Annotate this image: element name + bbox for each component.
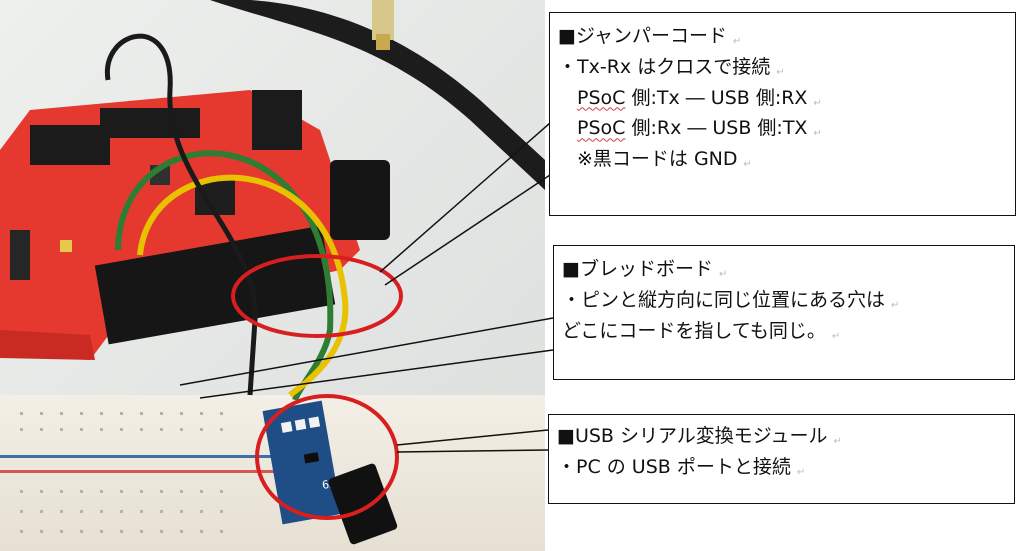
breadboard-title: ■ブレッドボード — [562, 258, 713, 280]
jumper-line-4: ※黒コードは GND ↵ — [558, 144, 1015, 175]
usb-line-1: ・PC の USB ポートと接続 ↵ — [557, 452, 1014, 483]
paragraph-mark-icon: ↵ — [831, 330, 841, 342]
jumper-title: ■ジャンパーコード — [558, 25, 728, 47]
usb-title: ■USB シリアル変換モジュール — [557, 425, 828, 447]
breadboard-callout: ■ブレッドボード ↵ ・ピンと縦方向に同じ位置にある穴は ↵ どこにコードを指しても… — [553, 245, 1015, 380]
paragraph-mark-icon: ↵ — [718, 269, 728, 280]
paragraph-mark-icon: ↵ — [796, 466, 806, 478]
gnd-note: ※黒コードは GND — [577, 148, 738, 171]
breadboard-line-2: どこにコードを指しても同じ。 ↵ — [562, 316, 1014, 347]
paragraph-mark-icon: ↵ — [743, 159, 752, 171]
jumper-title-line: ■ジャンパーコード ↵ — [558, 21, 1015, 52]
psoc-label: PSoC — [577, 86, 626, 109]
paragraph-mark-icon: ↵ — [833, 436, 842, 447]
paragraph-mark-icon: ↵ — [891, 299, 900, 311]
jumper-line-1: ・Tx-Rx はクロスで接続 ↵ — [558, 52, 1015, 83]
usb-title-line: ■USB シリアル変換モジュール ↵ — [557, 421, 1014, 452]
usb-module-callout: ■USB シリアル変換モジュール ↵ ・PC の USB ポートと接続 ↵ — [548, 414, 1015, 504]
breadboard-title-line: ■ブレッドボード ↵ — [562, 254, 1014, 285]
jumper-code-callout: ■ジャンパーコード ↵ ・Tx-Rx はクロスで接続 ↵ PSoC 側:Tx ― U… — [549, 12, 1016, 216]
breadboard-text-2: どこにコードを指しても同じ。 — [562, 319, 826, 342]
jumper-line-2: PSoC 側:Tx ― USB 側:RX ↵ — [558, 83, 1015, 114]
usb-text-1: ・PC の USB ポートと接続 — [557, 455, 791, 478]
psoc-label: PSoC — [577, 117, 626, 140]
breadboard-line-1: ・ピンと縦方向に同じ位置にある穴は ↵ — [562, 285, 1014, 316]
paragraph-mark-icon: ↵ — [813, 128, 822, 140]
psoc-rx-text: 側:Rx ― USB 側:TX — [625, 117, 808, 140]
paragraph-mark-icon: ↵ — [813, 97, 822, 109]
jumper-cross-text: ・Tx-Rx はクロスで接続 — [558, 55, 771, 78]
paragraph-mark-icon: ↵ — [733, 36, 742, 47]
breadboard-text-1: ・ピンと縦方向に同じ位置にある穴は — [562, 288, 886, 311]
paragraph-mark-icon: ↵ — [776, 66, 785, 78]
psoc-tx-text: 側:Tx ― USB 側:RX — [625, 86, 808, 109]
jumper-line-3: PSoC 側:Rx ― USB 側:TX ↵ — [558, 113, 1015, 144]
